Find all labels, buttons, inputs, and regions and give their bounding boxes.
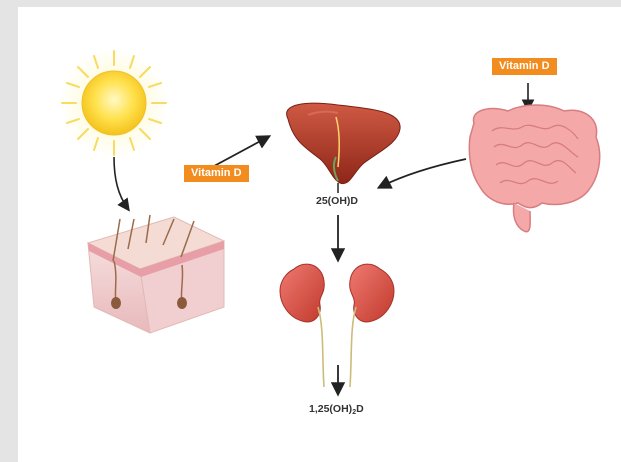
sun-icon	[59, 48, 169, 158]
intestine-icon	[469, 105, 599, 232]
arrow-intestine-to-liver	[380, 159, 466, 187]
kidney-icon	[280, 264, 394, 387]
arrow-sun-to-skin	[114, 157, 128, 209]
vitamin-d-skin-tag: Vitamin D	[184, 165, 249, 182]
kidney-product-label: 1,25(OH)2D	[309, 403, 364, 416]
liver-product-label: 25(OH)D	[316, 195, 358, 207]
kidney-product-prefix: 1,25(OH)	[309, 403, 352, 415]
liver-icon	[287, 103, 401, 183]
skin-cross-section-icon	[88, 215, 224, 333]
diagram-panel: Vitamin D Vitamin D 25(OH)D 1,25(OH)2D	[18, 7, 621, 462]
diagram-artwork	[18, 7, 621, 462]
vitamin-d-intestine-tag: Vitamin D	[492, 58, 557, 75]
kidney-product-suffix: D	[356, 403, 364, 415]
